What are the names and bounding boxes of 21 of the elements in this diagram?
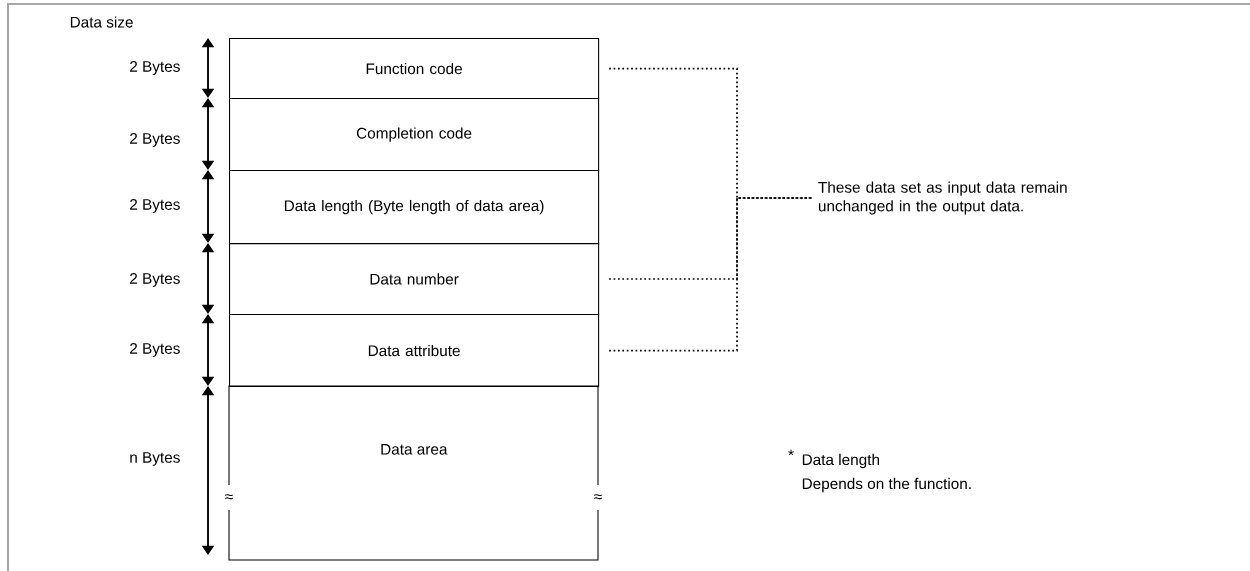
size-label: 2 Bytes bbox=[130, 273, 180, 287]
note-text: These data set as input data remain unchanged in the output data. bbox=[818, 181, 1067, 215]
axis-title: Data size bbox=[70, 16, 133, 28]
field-box: Data attribute bbox=[229, 314, 600, 388]
dotted-bracket-line bbox=[608, 197, 813, 352]
size-label: 2 Bytes bbox=[130, 133, 180, 147]
break-mark: ≈ bbox=[225, 494, 233, 500]
size-label: n Bytes bbox=[130, 452, 180, 466]
field-box: Data length (Byte length of data area) bbox=[229, 170, 600, 245]
size-label: 2 Bytes bbox=[130, 61, 180, 75]
size-label: 2 Bytes bbox=[130, 343, 180, 357]
field-box: Data area bbox=[228, 385, 599, 486]
size-label: 2 Bytes bbox=[130, 199, 180, 213]
footnote-mark: * bbox=[788, 449, 794, 456]
footnote-text: Data length bbox=[802, 453, 879, 469]
field-box: Function code bbox=[229, 38, 600, 100]
break-mark: ≈ bbox=[594, 494, 602, 500]
field-box: Completion code bbox=[229, 98, 600, 172]
dotted-bracket-line bbox=[608, 197, 813, 280]
footnote-text: Depends on the function. bbox=[802, 477, 971, 493]
field-box: Data number bbox=[229, 243, 600, 315]
